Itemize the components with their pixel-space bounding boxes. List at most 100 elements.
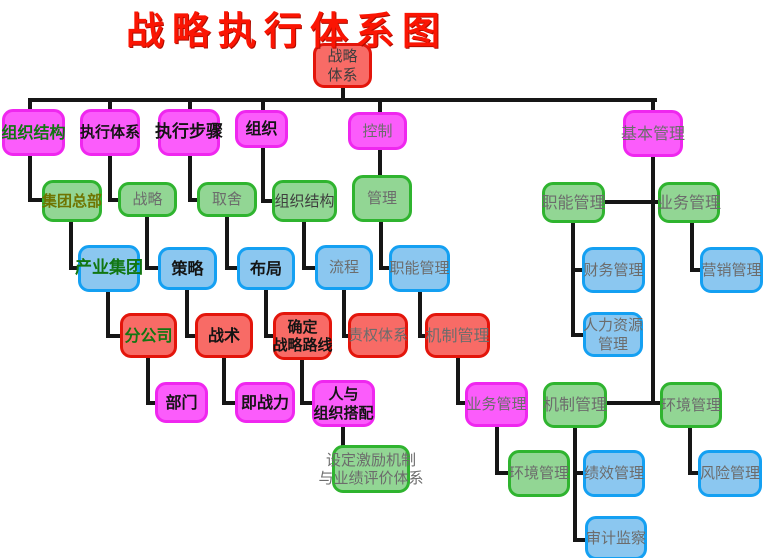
connector-line <box>571 223 575 337</box>
node-strategy: 战略 <box>118 182 177 217</box>
node-incentive-evaluation-system: 设定激励机制 与业绩评价体系 <box>318 445 424 493</box>
node-branch-company: 分公司 <box>120 313 177 358</box>
node-label: 流程 <box>328 258 359 277</box>
node-industry-group: 产业集团 <box>75 245 143 292</box>
connector-line <box>300 360 304 405</box>
node-group-headquarters: 集团总部 <box>42 180 102 222</box>
connector-line <box>28 98 32 111</box>
node-organization: 组织 <box>235 110 288 148</box>
node-process: 流程 <box>315 245 373 290</box>
node-audit-supervision: 审计监察 <box>585 516 647 558</box>
connector-line <box>300 401 314 405</box>
node-mechanism-mgmt-red: 机制管理 <box>425 313 490 358</box>
connector-line <box>607 401 660 405</box>
connector-line <box>302 222 306 270</box>
connector-line <box>222 358 226 405</box>
node-label: 策略 <box>171 258 204 278</box>
connector-line <box>28 198 44 202</box>
node-label: 设定激励机制 与业绩评价体系 <box>318 450 424 487</box>
node-label: 职能管理 <box>389 259 450 278</box>
node-label: 业务管理 <box>466 395 527 414</box>
node-label: 部门 <box>165 392 198 412</box>
connector-line <box>264 334 275 338</box>
node-label: 责权体系 <box>347 326 408 345</box>
node-functional-mgmt-blue: 职能管理 <box>389 245 450 292</box>
connector-line <box>69 266 80 270</box>
node-label: 审计监察 <box>586 528 647 547</box>
node-label: 人与 组织搭配 <box>313 385 374 422</box>
connector-line <box>378 150 382 177</box>
node-business-mgmt-magenta: 业务管理 <box>465 382 528 427</box>
connector-line <box>456 358 460 405</box>
connector-line <box>378 100 382 114</box>
node-marketing-mgmt: 营销管理 <box>700 247 763 293</box>
connector-line <box>261 199 274 203</box>
connector-line <box>225 217 229 270</box>
connector-line <box>379 222 383 270</box>
connector-line <box>261 148 265 203</box>
connector-line <box>106 292 110 338</box>
connector-line <box>28 156 32 202</box>
node-label: 执行步骤 <box>155 122 223 143</box>
connector-line <box>188 100 192 111</box>
node-org-structure-top: 组织结构 <box>1 109 66 156</box>
node-label: 组织结构 <box>274 191 335 210</box>
node-label: 财务管理 <box>583 260 644 279</box>
node-execution-system: 执行体系 <box>80 109 140 156</box>
connector-line <box>571 333 583 337</box>
connector-line <box>222 401 237 405</box>
connector-line <box>145 217 149 270</box>
node-label: 控制 <box>362 121 393 140</box>
node-label: 组织结构 <box>1 122 66 142</box>
node-label: 产业集团 <box>75 258 143 279</box>
node-mechanism-mgmt-green: 机制管理 <box>543 382 607 428</box>
connector-line <box>188 198 199 202</box>
node-label: 取舍 <box>211 190 242 209</box>
node-label: 组织 <box>245 119 278 139</box>
connector-line <box>495 427 499 475</box>
connector-line <box>108 198 120 202</box>
connector-line <box>108 100 112 111</box>
node-label: 职能管理 <box>541 192 606 212</box>
connector-line <box>146 358 150 405</box>
node-label: 分公司 <box>124 325 173 345</box>
node-label: 布局 <box>249 258 282 278</box>
node-label: 环境管理 <box>508 464 569 483</box>
connector-line <box>145 266 160 270</box>
node-people-org-match: 人与 组织搭配 <box>312 380 375 427</box>
node-responsibility-system: 责权体系 <box>348 313 408 358</box>
node-tactics: 战术 <box>195 313 253 358</box>
connector-line <box>573 428 577 542</box>
diagram-title: 战略执行体系图 <box>126 9 449 53</box>
node-basic-management: 基本管理 <box>621 110 685 157</box>
node-label: 基本管理 <box>620 123 685 143</box>
node-financial-mgmt: 财务管理 <box>582 247 645 293</box>
connector-line <box>261 100 265 112</box>
node-label: 战术 <box>207 325 240 345</box>
node-org-structure-green: 组织结构 <box>272 180 337 222</box>
connector-line <box>302 266 317 270</box>
connector-line <box>688 428 692 475</box>
connector-line <box>106 334 122 338</box>
node-label: 确定 战略路线 <box>272 317 333 354</box>
connector-line <box>28 98 657 102</box>
connector-line <box>418 334 427 338</box>
node-environment-mgmt-right: 环境管理 <box>660 382 722 428</box>
node-strategy-system: 战略 体系 <box>313 43 372 88</box>
node-hr-mgmt: 人力资源 管理 <box>583 312 643 357</box>
node-label: 战略 体系 <box>327 47 358 84</box>
node-label: 风险管理 <box>700 464 761 483</box>
connector-line <box>690 268 700 272</box>
node-ready-force: 即战力 <box>235 382 295 423</box>
connector-line <box>688 471 698 475</box>
node-department: 部门 <box>155 382 208 423</box>
node-label: 集团总部 <box>41 191 102 210</box>
connector-line <box>571 268 582 272</box>
connector-line <box>188 156 192 202</box>
connector-line <box>264 290 268 338</box>
node-label: 战略 <box>132 190 163 209</box>
connector-line <box>342 290 346 338</box>
connector-line <box>573 538 585 542</box>
node-management: 管理 <box>352 175 412 222</box>
